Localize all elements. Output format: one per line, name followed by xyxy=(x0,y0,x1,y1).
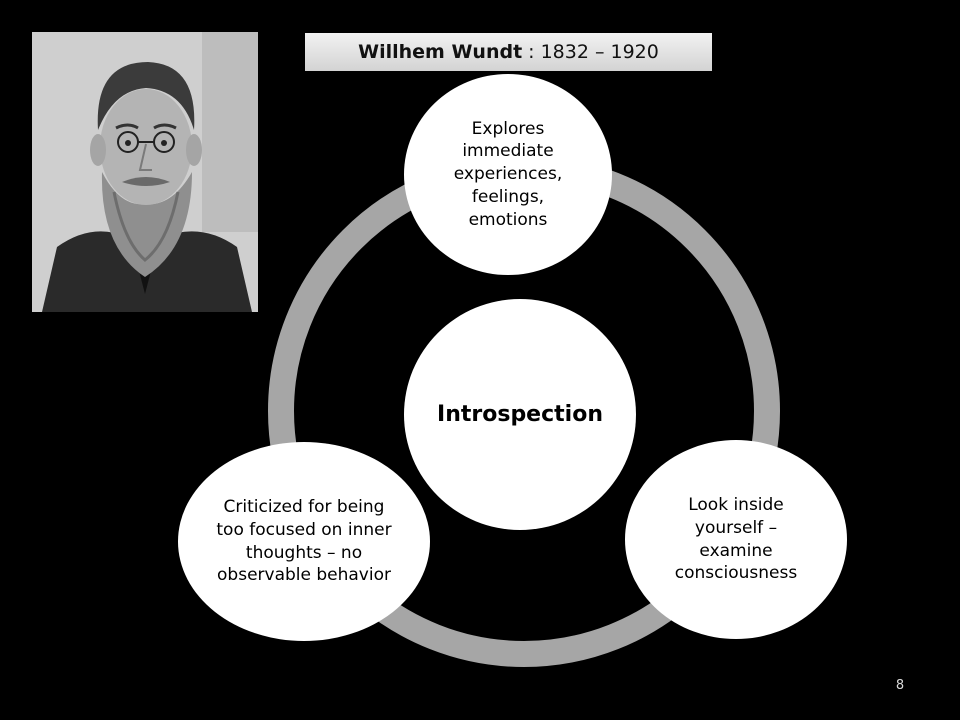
portrait-illustration xyxy=(32,32,258,312)
cycle-node-explores: Explores immediate experiences, feelings… xyxy=(404,74,612,275)
title-banner: Willhem Wundt : 1832 – 1920 xyxy=(305,33,712,71)
cycle-center-node: Introspection xyxy=(404,299,636,530)
title-name: Willhem Wundt xyxy=(358,41,523,63)
cycle-center-label: Introspection xyxy=(437,401,603,427)
title-dates: 1832 – 1920 xyxy=(540,41,659,63)
cycle-node-criticized-label: Criticized for being too focused on inne… xyxy=(216,496,392,586)
title-separator: : xyxy=(528,41,535,63)
cycle-node-look-inside-label: Look inside yourself – examine conscious… xyxy=(674,494,798,584)
cycle-node-criticized: Criticized for being too focused on inne… xyxy=(178,442,430,641)
portrait-photo xyxy=(32,32,258,312)
cycle-node-look-inside: Look inside yourself – examine conscious… xyxy=(625,440,847,639)
cycle-node-explores-label: Explores immediate experiences, feelings… xyxy=(453,118,563,230)
page-number: 8 xyxy=(895,678,905,693)
